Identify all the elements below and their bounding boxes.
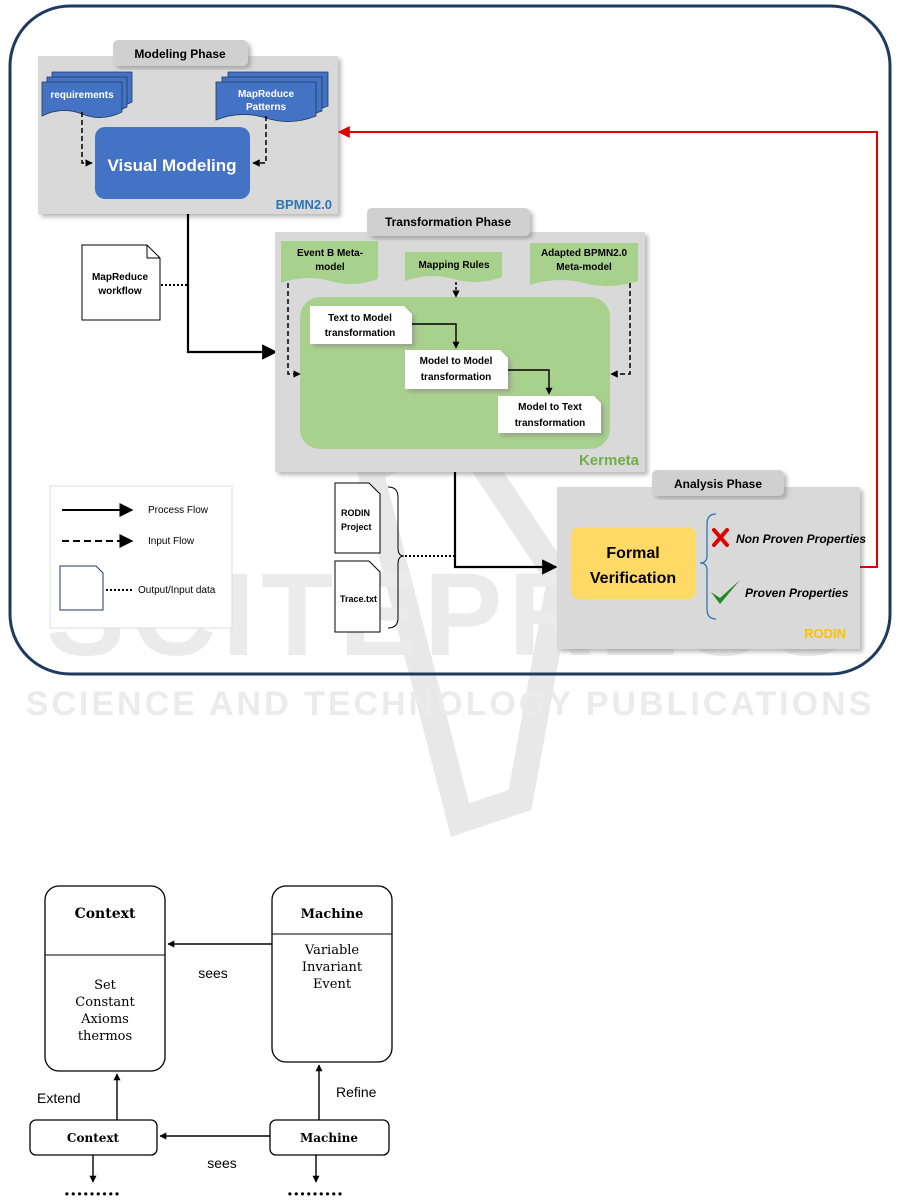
requirements-label: requirements [50,90,114,101]
model-to-model-step: Model to Model transformation [405,350,508,389]
analysis-tab-label: Analysis Phase [674,477,762,491]
dots-right: ········· [287,1184,343,1201]
transformation-tab [367,208,530,236]
dots-left: ········· [64,1184,120,1201]
mapping-rules-doc: Mapping Rules [405,252,502,283]
eventb-input-arrow [287,283,301,378]
non-proven-label: Non Proven Properties [736,532,866,546]
model-to-model-line2: transformation [421,372,492,383]
analysis-phase: Analysis Phase Formal Verification Non P… [557,470,866,649]
legend-input-label: Input Flow [148,536,195,547]
adapted-bpmn-metamodel-doc: Adapted BPMN2.0 Meta-model [530,243,638,287]
eventb-metamodel-line2: model [315,262,345,273]
model-to-model-line1: Model to Model [420,356,493,367]
context-top-title: Context [75,906,136,922]
transformation-tab-label: Transformation Phase [385,215,511,229]
visual-modeling-box [95,127,250,199]
legend-doc-icon [59,565,104,611]
process-flow-modeling-to-transformation [186,214,278,360]
step1-to-step2-arrow [412,323,460,349]
context-top-item-3: thermos [78,1029,132,1044]
model-to-text-line1: Model to Text [518,402,582,413]
mapreduce-workflow-line1: MapReduce [92,272,149,283]
context-top-item-1: Constant [75,995,135,1010]
requirements-doc: requirements [41,71,133,118]
visual-modeling-label: Visual Modeling [107,156,236,175]
mapreduce-workflow-line2: workflow [97,286,142,297]
mapreduce-patterns-doc: MapReduce Patterns [215,71,329,122]
rodin-badge: RODIN [804,626,846,641]
legend-process-label: Process Flow [148,505,209,516]
text-to-model-line1: Text to Model [328,313,392,324]
cross-icon [712,528,729,547]
rodin-project-line1: RODIN [341,508,370,518]
mapreduce-patterns-line1: MapReduce [238,89,295,100]
extend-label: Extend [37,1090,81,1106]
feedback-arrow [337,126,878,568]
modeling-phase: Modeling Phase requirements MapReduce Pa… [38,40,338,214]
eventb-diagram: Context Set Constant Axioms thermos Mach… [29,885,393,1201]
context-bottom-title: Context [67,1131,120,1145]
modeling-tab [113,40,248,66]
kermeta-badge: Kermeta [579,452,640,469]
context-top-box [44,885,166,1072]
rodin-project-doc: RODIN Project [334,482,381,554]
model-to-text-step: Model to Text transformation [498,396,601,433]
model-to-text-line2: transformation [515,418,586,429]
modeling-tab-label: Modeling Phase [134,47,226,61]
watermark-sub: SCIENCE AND TECHNOLOGY PUBLICATIONS [26,685,875,723]
machine-top-box [271,885,393,1063]
proven-label: Proven Properties [745,586,849,600]
context-top-item-0: Set [94,978,117,993]
legend: Process Flow Input Flow Output/Input dat… [49,485,233,629]
machine-top-item-1: Invariant [302,960,363,975]
mapreduce-patterns-line2: Patterns [246,102,286,113]
context-top-item-2: Axioms [80,1012,129,1027]
step2-to-step3-arrow [508,369,553,395]
eventb-metamodel-line1: Event B Meta- [297,248,363,259]
transformation-phase: Transformation Phase Event B Meta- model… [275,208,645,472]
refine-label: Refine [336,1084,377,1100]
machine-top-item-2: Event [313,977,352,992]
text-to-model-step: Text to Model transformation [310,306,412,344]
formal-verification-box [571,527,696,599]
sees-top-label: sees [198,965,228,981]
machine-top-title: Machine [301,907,364,922]
mapping-rules-label: Mapping Rules [418,260,490,271]
text-to-model-line2: transformation [325,328,396,339]
machine-bottom-box [269,1119,390,1156]
check-icon [711,580,740,604]
adapted-bpmn-line1: Adapted BPMN2.0 [541,248,628,259]
machine-bottom-title: Machine [300,1131,358,1145]
trace-label: Trace.txt [340,594,377,604]
adapted-bpmn-line2: Meta-model [556,262,612,273]
process-flow-transformation-to-analysis [453,472,558,575]
adapted-input-arrow [610,283,631,378]
results-brace [699,513,717,620]
eventb-metamodel-doc: Event B Meta- model [281,241,378,285]
formal-verification-line1: Formal [606,545,659,562]
analysis-tab [652,470,784,496]
req-input-arrow [81,112,93,167]
outputs-brace [387,486,405,629]
mapreduce-workflow-doc: MapReduce workflow [81,244,161,321]
bpmn-badge: BPMN2.0 [276,197,332,212]
trace-doc: Trace.txt [334,560,381,633]
formal-verification-line2: Verification [590,570,676,587]
rodin-project-line2: Project [341,522,372,532]
outer-frame [8,4,892,676]
machine-top-item-0: Variable [304,943,360,958]
legend-output-label: Output/Input data [138,585,216,596]
sees-bottom-label: sees [207,1155,237,1171]
